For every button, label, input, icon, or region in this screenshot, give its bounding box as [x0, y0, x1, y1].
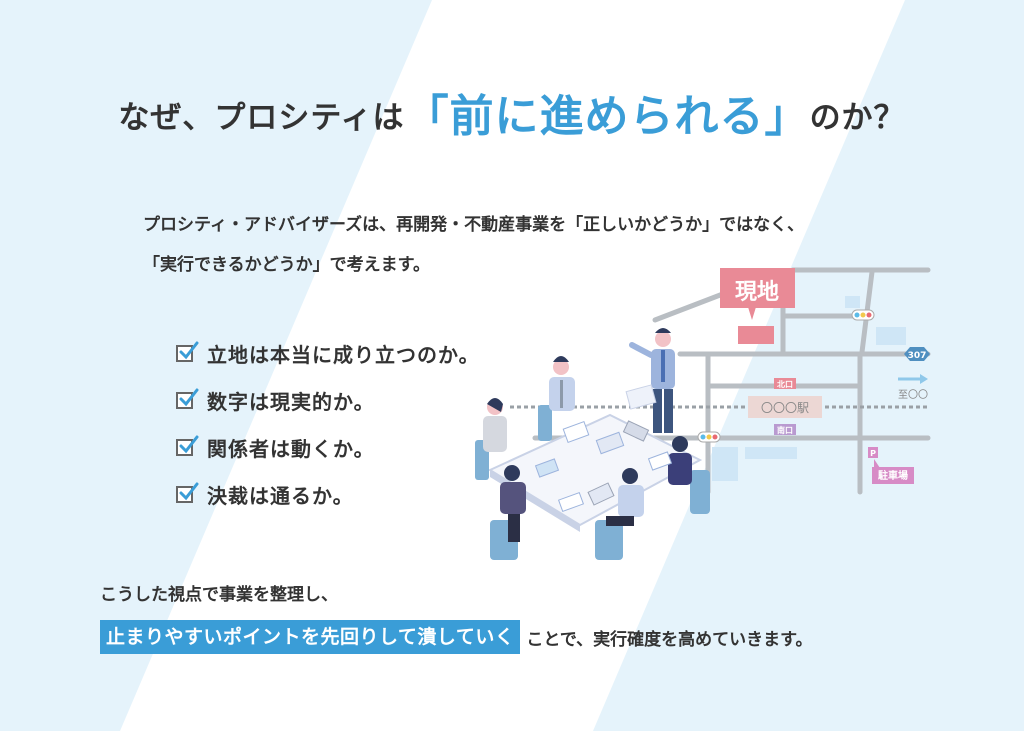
checkbox-checked-icon — [176, 435, 199, 456]
intro-line-1: プロシティ・アドバイザーズは、再開発・不動産事業を「正しいかどうか」ではなく、 — [143, 215, 805, 235]
station-icon — [748, 396, 822, 418]
title-after: のか？ — [809, 100, 906, 136]
checklist: 立地は本当に成り立つのか。 数字は現実的か。 関係者は動くか。 決裁は通るか。 — [176, 336, 480, 524]
summary-line-1: こうした視点で事業を整理し、 — [100, 585, 338, 605]
svg-text:307: 307 — [908, 351, 927, 361]
meeting-people-illustration — [475, 328, 710, 560]
svg-text:〇〇〇駅: 〇〇〇駅 — [761, 401, 809, 415]
direction-arrow-icon — [898, 374, 928, 384]
svg-text:駐車場: 駐車場 — [878, 469, 908, 482]
route-badge-icon — [904, 347, 930, 361]
svg-text:至〇〇: 至〇〇 — [898, 389, 928, 401]
meeting-and-map-illustration: 現地 〇〇〇駅 北口 南口 307 至〇〇 P 駐車場 — [475, 267, 931, 560]
checkbox-checked-icon — [176, 482, 199, 503]
site-marker-icon — [720, 268, 795, 308]
checklist-label: 決裁は通るか。 — [207, 484, 354, 508]
parking-icon — [868, 447, 878, 458]
checklist-item: 関係者は動くか。 — [176, 430, 480, 465]
intro-line-2: 「実行できるかどうか」で考えます。 — [143, 255, 430, 275]
checklist-label: 立地は本当に成り立つのか。 — [207, 343, 480, 367]
svg-text:P: P — [870, 449, 876, 458]
traffic-light-icon — [697, 431, 721, 443]
summary-line-2: 止まりやすいポイントを先回りして潰していく ことで、実行確度を高めていきます。 — [100, 620, 812, 654]
area-map: 現地 〇〇〇駅 北口 南口 307 至〇〇 P 駐車場 — [510, 267, 931, 495]
title-before: なぜ、プロシティは — [118, 100, 405, 136]
summary-highlight: 止まりやすいポイントを先回りして潰していく — [100, 620, 521, 654]
page-title: なぜ、プロシティは「前に進められる」のか？ — [0, 80, 1024, 144]
traffic-light-icon — [851, 309, 875, 321]
checklist-item: 決裁は通るか。 — [176, 477, 480, 512]
intro-paragraph: プロシティ・アドバイザーズは、再開発・不動産事業を「正しいかどうか」ではなく、 … — [143, 205, 804, 285]
checklist-item: 数字は現実的か。 — [176, 383, 480, 418]
title-accent: 「前に進められる」 — [404, 91, 810, 142]
checkbox-checked-icon — [176, 341, 199, 362]
svg-text:南口: 南口 — [777, 425, 793, 435]
summary: こうした視点で事業を整理し、 止まりやすいポイントを先回りして潰していく ことで… — [100, 580, 812, 654]
checklist-label: 数字は現実的か。 — [207, 390, 375, 414]
svg-text:現地: 現地 — [735, 280, 779, 305]
svg-text:北口: 北口 — [777, 379, 793, 389]
checklist-label: 関係者は動くか。 — [207, 437, 375, 461]
summary-rest: ことで、実行確度を高めていきます。 — [526, 629, 813, 650]
checklist-item: 立地は本当に成り立つのか。 — [176, 336, 480, 371]
checkbox-checked-icon — [176, 388, 199, 409]
